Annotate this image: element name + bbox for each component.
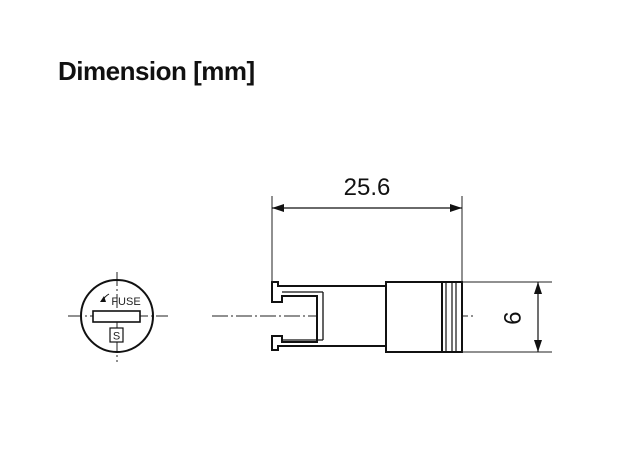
front-view-outline [80, 279, 154, 353]
fork-tip [271, 281, 387, 351]
symbol-box [109, 327, 124, 343]
symbol-letter: S [113, 331, 120, 343]
rotation-arrowhead [100, 296, 106, 302]
length-dimension: 25.6 [271, 174, 463, 282]
body-cylinder [385, 281, 443, 353]
fuse-slot [92, 310, 141, 323]
fuse-label: FUSE [111, 296, 140, 308]
diameter-value: 9 [498, 311, 525, 324]
page-title: Dimension [mm] [58, 56, 255, 86]
diameter-dimension: 9 [462, 281, 552, 353]
side-view [212, 281, 476, 353]
length-value: 25.6 [344, 174, 391, 201]
front-view: FUSE S [68, 272, 168, 362]
